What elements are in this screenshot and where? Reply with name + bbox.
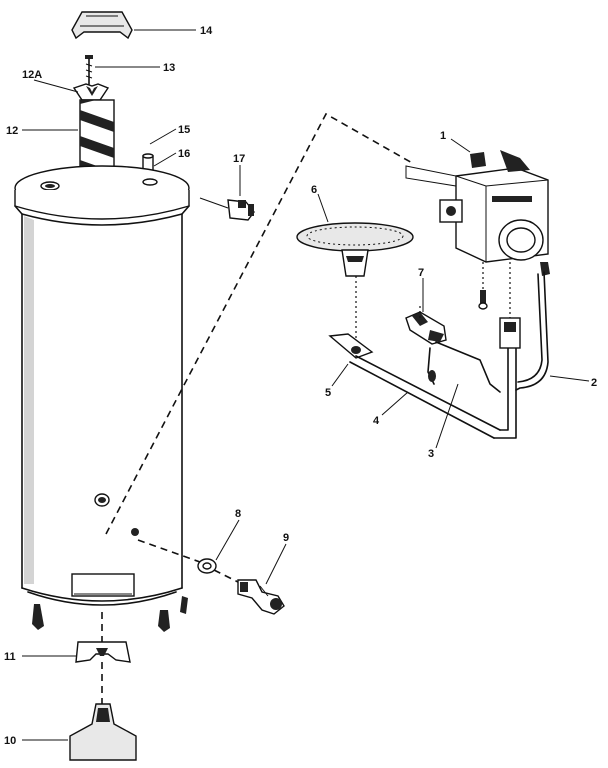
label-part-3: 3 [428,448,434,460]
label-part-16: 16 [178,148,190,160]
leader-lines [22,29,590,741]
part-9-drain-valve [237,579,285,615]
part-14-draft-hood [71,11,133,40]
part-2-thermocouple [515,271,549,391]
part-5-manifold-bracket [328,333,374,359]
label-part-10: 10 [4,735,16,747]
part-labels: 14 13 12A 12 15 16 17 1 6 7 5 4 3 2 8 9 … [4,25,597,747]
assembly-lines [101,112,511,704]
label-part-4: 4 [373,415,380,427]
label-part-2: 2 [591,377,597,389]
label-part-15: 15 [178,124,190,136]
label-part-12a: 12A [22,69,42,81]
label-part-9: 9 [283,532,289,544]
label-part-14: 14 [200,25,213,37]
label-part-12: 12 [6,125,18,137]
part-1-gas-control-valve [405,150,550,276]
part-11-bracket [75,641,131,663]
part-4-manifold-tube [349,317,521,439]
part-3-pilot-tube [427,341,501,393]
label-part-13: 13 [163,62,175,74]
label-part-5: 5 [325,387,331,399]
label-part-8: 8 [235,508,241,520]
part-13-screw [85,55,93,85]
part-8-washer [197,558,217,574]
valve-fittings [478,290,488,310]
label-part-11: 11 [4,651,16,663]
label-part-7: 7 [418,267,424,279]
label-part-6: 6 [311,184,317,196]
label-part-1: 1 [440,130,446,142]
part-7-pilot-assembly [405,311,447,345]
part-6-burner [296,222,414,277]
part-17-switch [199,197,255,221]
water-heater-tank [14,165,190,632]
part-10-shield [69,703,137,761]
label-part-17: 17 [233,153,245,165]
